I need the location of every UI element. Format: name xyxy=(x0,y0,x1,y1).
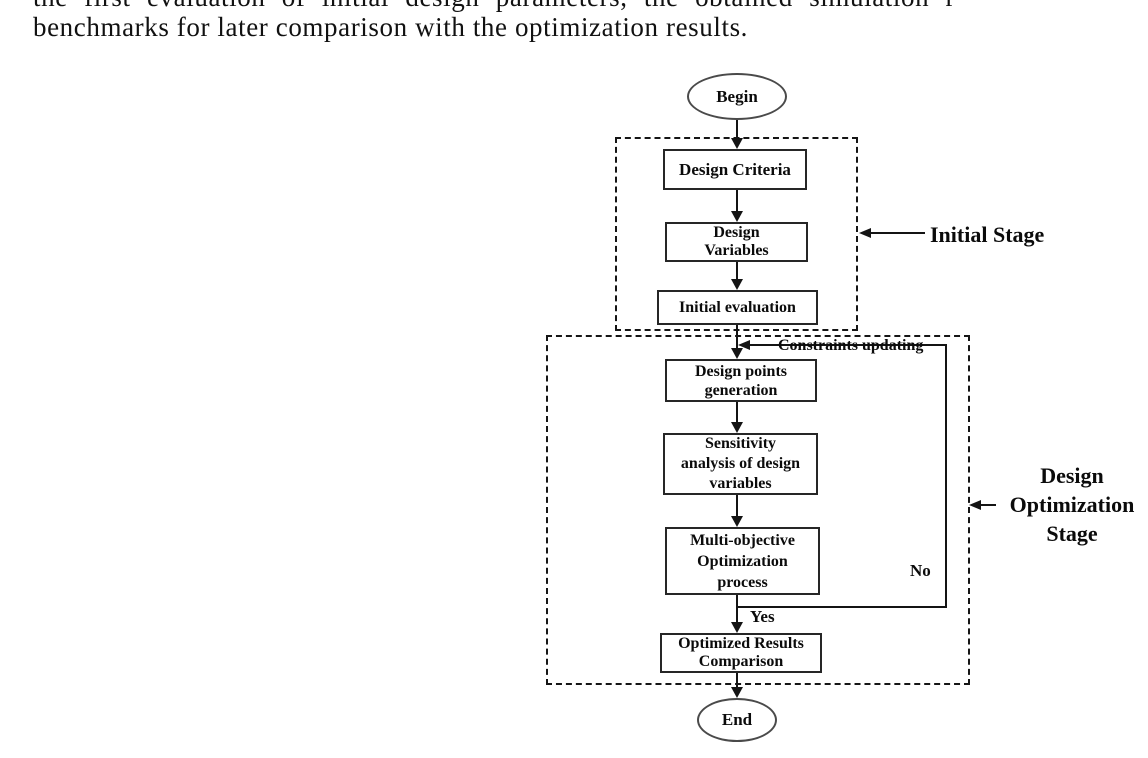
end-label: End xyxy=(721,710,753,729)
no-label: No xyxy=(910,561,931,580)
node-line: Optimization xyxy=(697,552,788,570)
initial-stage-arrowhead xyxy=(859,228,871,238)
stage-label-line: Design xyxy=(1040,463,1104,488)
design-optimization-stage-label: Design Optimization Stage xyxy=(993,461,1148,548)
feedback-top-line xyxy=(750,344,946,346)
node-line: process xyxy=(717,573,768,591)
node-initial-evaluation: Initial evaluation xyxy=(657,290,818,325)
stage-label-line: Stage xyxy=(1046,521,1098,546)
connector-sensitivity-to-optimization xyxy=(736,495,738,518)
node-line: Comparison xyxy=(698,653,784,670)
node-line: Design points xyxy=(694,362,788,380)
node-multi-objective-optimization: Multi-objective Optimization process xyxy=(665,527,820,595)
initial-stage-arrow-line xyxy=(871,232,925,234)
node-optimized-results-comparison: Optimized Results Comparison xyxy=(660,633,822,673)
node-design-points-generation: Design points generation xyxy=(665,359,817,402)
node-line: Design Criteria xyxy=(679,159,791,179)
node-line: Initial evaluation xyxy=(679,298,796,316)
design-optimization-stage-dashed-box xyxy=(546,335,970,685)
initial-stage-label: Initial Stage xyxy=(930,222,1045,247)
node-line: Design xyxy=(713,224,760,241)
arrowhead-into-optimized-results xyxy=(731,622,743,633)
connector-points-to-sensitivity xyxy=(736,402,738,424)
arrowhead-into-initial-evaluation xyxy=(731,279,743,290)
connector-results-to-end xyxy=(736,673,738,689)
paragraph-line-1: the first evaluation of initial design p… xyxy=(33,0,955,13)
arrowhead-into-design-variables xyxy=(731,211,743,222)
node-line: Optimized Results xyxy=(678,635,804,652)
begin-label: Begin xyxy=(716,86,758,106)
arrowhead-into-design-points xyxy=(731,348,743,359)
stage-label-line: Optimization xyxy=(1009,492,1135,517)
begin-terminator: Begin xyxy=(687,73,787,120)
paragraph-line-2: benchmarks for later comparison with the… xyxy=(33,12,749,42)
node-line: analysis of design xyxy=(680,455,801,472)
end-terminator: End xyxy=(697,698,777,742)
yes-label: Yes xyxy=(750,607,775,626)
design-optimization-stage-arrowhead xyxy=(969,500,981,510)
node-line: variables xyxy=(709,475,772,492)
feedback-arrowhead xyxy=(738,340,750,350)
arrowhead-into-design-criteria xyxy=(731,138,743,149)
constraints-updating-label: Constraints updating xyxy=(778,337,924,354)
arrowhead-into-sensitivity xyxy=(731,422,743,433)
feedback-vertical-line xyxy=(945,344,947,608)
connector-optimization-to-results xyxy=(736,595,738,624)
node-line: generation xyxy=(704,381,778,399)
connector-criteria-to-variables xyxy=(736,190,738,213)
arrowhead-into-multi-objective xyxy=(731,516,743,527)
feedback-bottom-line xyxy=(737,606,947,608)
node-line: Multi-objective xyxy=(690,531,795,549)
connector-begin-to-criteria xyxy=(736,120,738,140)
connector-variables-to-evaluation xyxy=(736,262,738,281)
node-design-criteria: Design Criteria xyxy=(663,149,807,190)
node-design-variables: Design Variables xyxy=(665,222,808,262)
connector-evaluation-to-points xyxy=(736,325,738,350)
node-sensitivity-analysis: Sensitivity analysis of design variables xyxy=(663,433,818,495)
node-line: Variables xyxy=(704,242,769,259)
design-optimization-stage-arrow-line xyxy=(981,504,996,506)
arrowhead-into-end xyxy=(731,687,743,698)
node-line: Sensitivity xyxy=(704,435,777,452)
